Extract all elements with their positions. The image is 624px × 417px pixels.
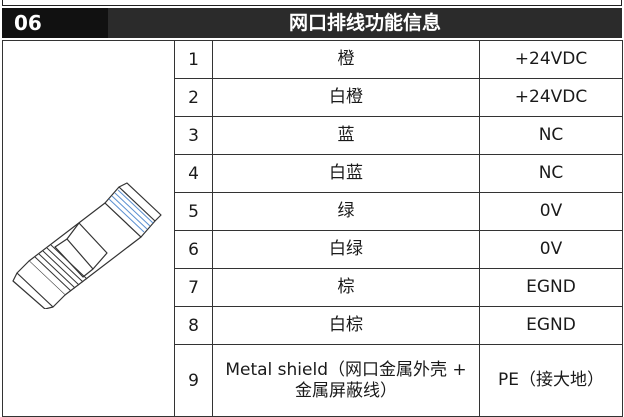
wire-color: 白蓝	[212, 154, 480, 193]
pin-number: 6	[174, 230, 213, 269]
pin-number: 2	[174, 78, 213, 117]
wire-color: 棕	[212, 268, 480, 307]
table-row: 6 白绿 0V	[3, 230, 623, 269]
wire-color: 蓝	[212, 116, 480, 155]
signal: 0V	[479, 192, 623, 231]
table-row: 5 绿 0V	[3, 192, 623, 231]
section-title: 网口排线功能信息	[288, 12, 441, 34]
table-row: 7 棕 EGND	[3, 268, 623, 307]
wire-color: 白橙	[212, 78, 480, 117]
pin-number: 3	[174, 116, 213, 155]
section-number: 06	[2, 8, 108, 38]
signal: +24VDC	[479, 40, 623, 79]
pin-number: 9	[174, 344, 213, 417]
connector-image-cell	[2, 40, 175, 417]
table-row: 3 蓝 NC	[3, 116, 623, 155]
pin-number: 4	[174, 154, 213, 193]
rj45-connector-icon	[11, 181, 162, 309]
signal: NC	[479, 154, 623, 193]
signal: PE（接大地）	[479, 344, 623, 417]
signal: NC	[479, 116, 623, 155]
wire-color: 绿	[212, 192, 480, 231]
signal: 0V	[479, 230, 623, 269]
section-header: 06 网口排线功能信息	[2, 8, 622, 38]
pin-number: 1	[174, 40, 213, 79]
pin-number: 8	[174, 306, 213, 345]
table-row: 1 橙 +24VDC	[2, 40, 623, 417]
wire-color: Metal shield（网口金属外壳 + 金属屏蔽线）	[212, 344, 480, 417]
pin-table: 1 橙 +24VDC 2 白橙 +24VDC 3 蓝 NC 4 白蓝 NC 5 …	[2, 40, 623, 417]
top-border	[2, 0, 622, 6]
pin-number: 7	[174, 268, 213, 307]
pin-number: 5	[174, 192, 213, 231]
wire-color: 白绿	[212, 230, 480, 269]
wire-color: 白棕	[212, 306, 480, 345]
signal: EGND	[479, 268, 623, 307]
signal: +24VDC	[479, 78, 623, 117]
signal: EGND	[479, 306, 623, 345]
table-row: 2 白橙 +24VDC	[3, 78, 623, 117]
table-row: 4 白蓝 NC	[3, 154, 623, 193]
table-row: 9 Metal shield（网口金属外壳 + 金属屏蔽线） PE（接大地）	[3, 344, 623, 417]
table-row: 8 白棕 EGND	[3, 306, 623, 345]
wire-color: 橙	[212, 40, 480, 79]
